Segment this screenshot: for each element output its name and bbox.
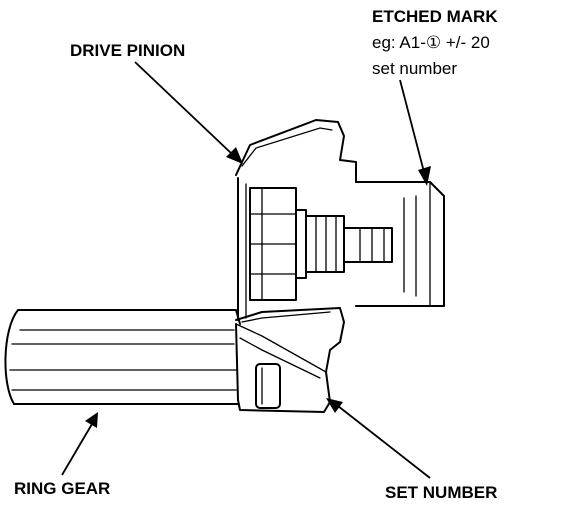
drive-pinion-leader — [134, 61, 243, 164]
etched-mark-label: ETCHED MARK — [372, 7, 498, 26]
set-number-leader — [326, 398, 431, 479]
drive-pinion — [235, 119, 445, 373]
ring-gear-leader — [61, 412, 98, 476]
drive-pinion-label: DRIVE PINION — [70, 41, 185, 60]
etched-mark-example-label: eg: A1-① +/- 20 — [372, 33, 490, 52]
etched-mark-subtext-label: set number — [372, 59, 457, 78]
set-number-label: SET NUMBER — [385, 483, 497, 502]
etched-mark-leader — [399, 79, 431, 186]
ring-gear — [4, 309, 331, 413]
ring-gear-label: RING GEAR — [14, 479, 110, 498]
